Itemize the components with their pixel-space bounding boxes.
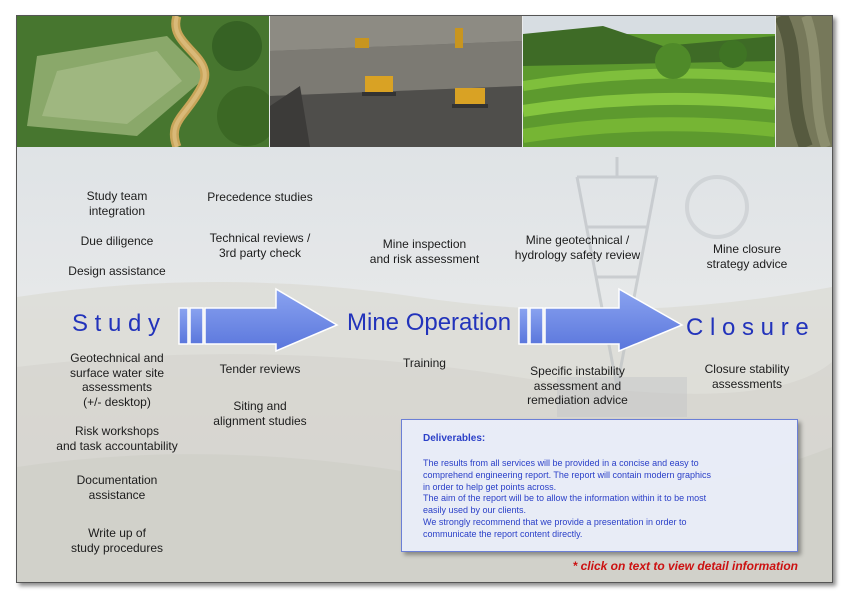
item-technical-reviews[interactable]: Technical reviews /3rd party check: [209, 231, 311, 260]
deliverables-box: Deliverables: The results from all servi…: [401, 419, 798, 552]
photo-aerial-river-forest: [17, 16, 269, 147]
photo-pit-wall-edge: [776, 16, 832, 147]
item-precedence-studies[interactable]: Precedence studies: [207, 190, 313, 204]
study-item-design-assistance[interactable]: Design assistance: [68, 264, 166, 278]
diagram-frame: S t u d y Mine Operation C l o s u r e: [16, 15, 833, 583]
arrow-operation-to-closure: [518, 287, 684, 353]
diagram-area: S t u d y Mine Operation C l o s u r e: [17, 147, 832, 582]
deliverables-line: The results from all services will be pr…: [423, 458, 699, 468]
photo-strip: [17, 16, 832, 147]
deliverables-text: The results from all services will be pr…: [423, 458, 793, 541]
deliverables-line: We strongly recommend that we provide a …: [423, 516, 687, 527]
photo-open-pit-haul-trucks: [270, 16, 522, 147]
study-item-due-diligence[interactable]: Due diligence: [80, 234, 154, 248]
deliverables-title: Deliverables:: [423, 433, 486, 444]
deliverables-line: communicate the report content directly.: [423, 528, 583, 539]
deliverables-line: in order to help get points across.: [423, 481, 557, 492]
stage-closure[interactable]: C l o s u r e: [686, 314, 809, 341]
click-instruction-note: * click on text to view detail informati…: [572, 559, 798, 573]
item-tender-reviews[interactable]: Tender reviews: [219, 362, 301, 376]
item-mine-geotechnical-review[interactable]: Mine geotechnical /hydrology safety revi…: [514, 233, 641, 262]
deliverables-line: easily used by our clients.: [423, 505, 527, 516]
photo-rice-terraces: [523, 16, 775, 147]
deliverables-line: comprehend engineering report. The repor…: [423, 469, 711, 480]
deliverables-line: The aim of the report will be to allow t…: [423, 493, 707, 504]
stage-mine-operation[interactable]: Mine Operation: [347, 309, 512, 336]
item-training[interactable]: Training: [403, 356, 446, 370]
stage-study[interactable]: S t u d y: [72, 310, 161, 337]
arrow-study-to-operation: [178, 287, 339, 353]
